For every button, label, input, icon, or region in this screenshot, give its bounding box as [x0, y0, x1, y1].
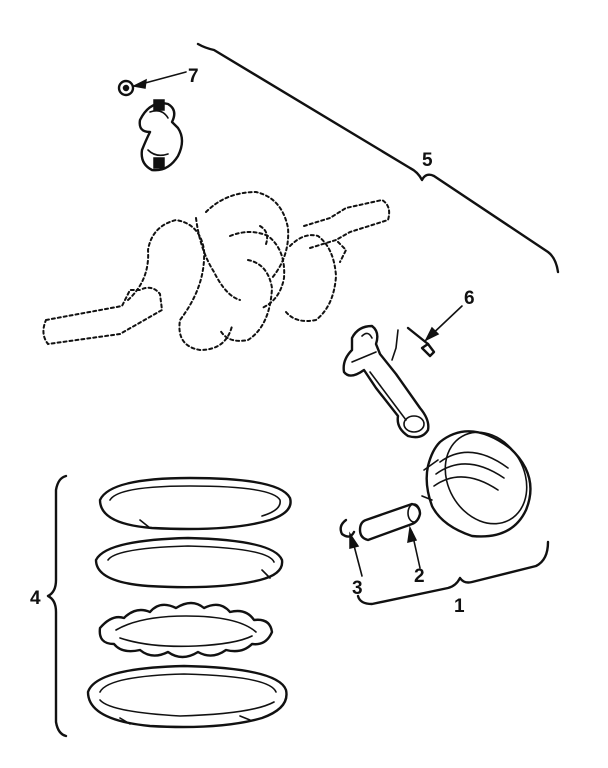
bearing-cap: [138, 99, 184, 172]
callout-3: 3: [352, 578, 363, 599]
nut-7: [117, 79, 135, 97]
piston-pin: [358, 502, 422, 542]
connecting-rod: [342, 324, 430, 439]
callout-7: 7: [188, 66, 199, 87]
bracket-1: [356, 540, 550, 606]
callout-2: 2: [414, 566, 425, 587]
crankshaft: [42, 190, 391, 352]
retainer-clip: [339, 518, 356, 538]
piston-rings: [86, 476, 292, 729]
piston: [421, 430, 532, 538]
callout-6: 6: [464, 288, 475, 309]
callout-5: 5: [422, 150, 433, 171]
bracket-5: [196, 42, 560, 274]
callout-1: 1: [454, 596, 465, 617]
callout-4: 4: [30, 588, 41, 609]
bracket-4: [46, 474, 68, 738]
